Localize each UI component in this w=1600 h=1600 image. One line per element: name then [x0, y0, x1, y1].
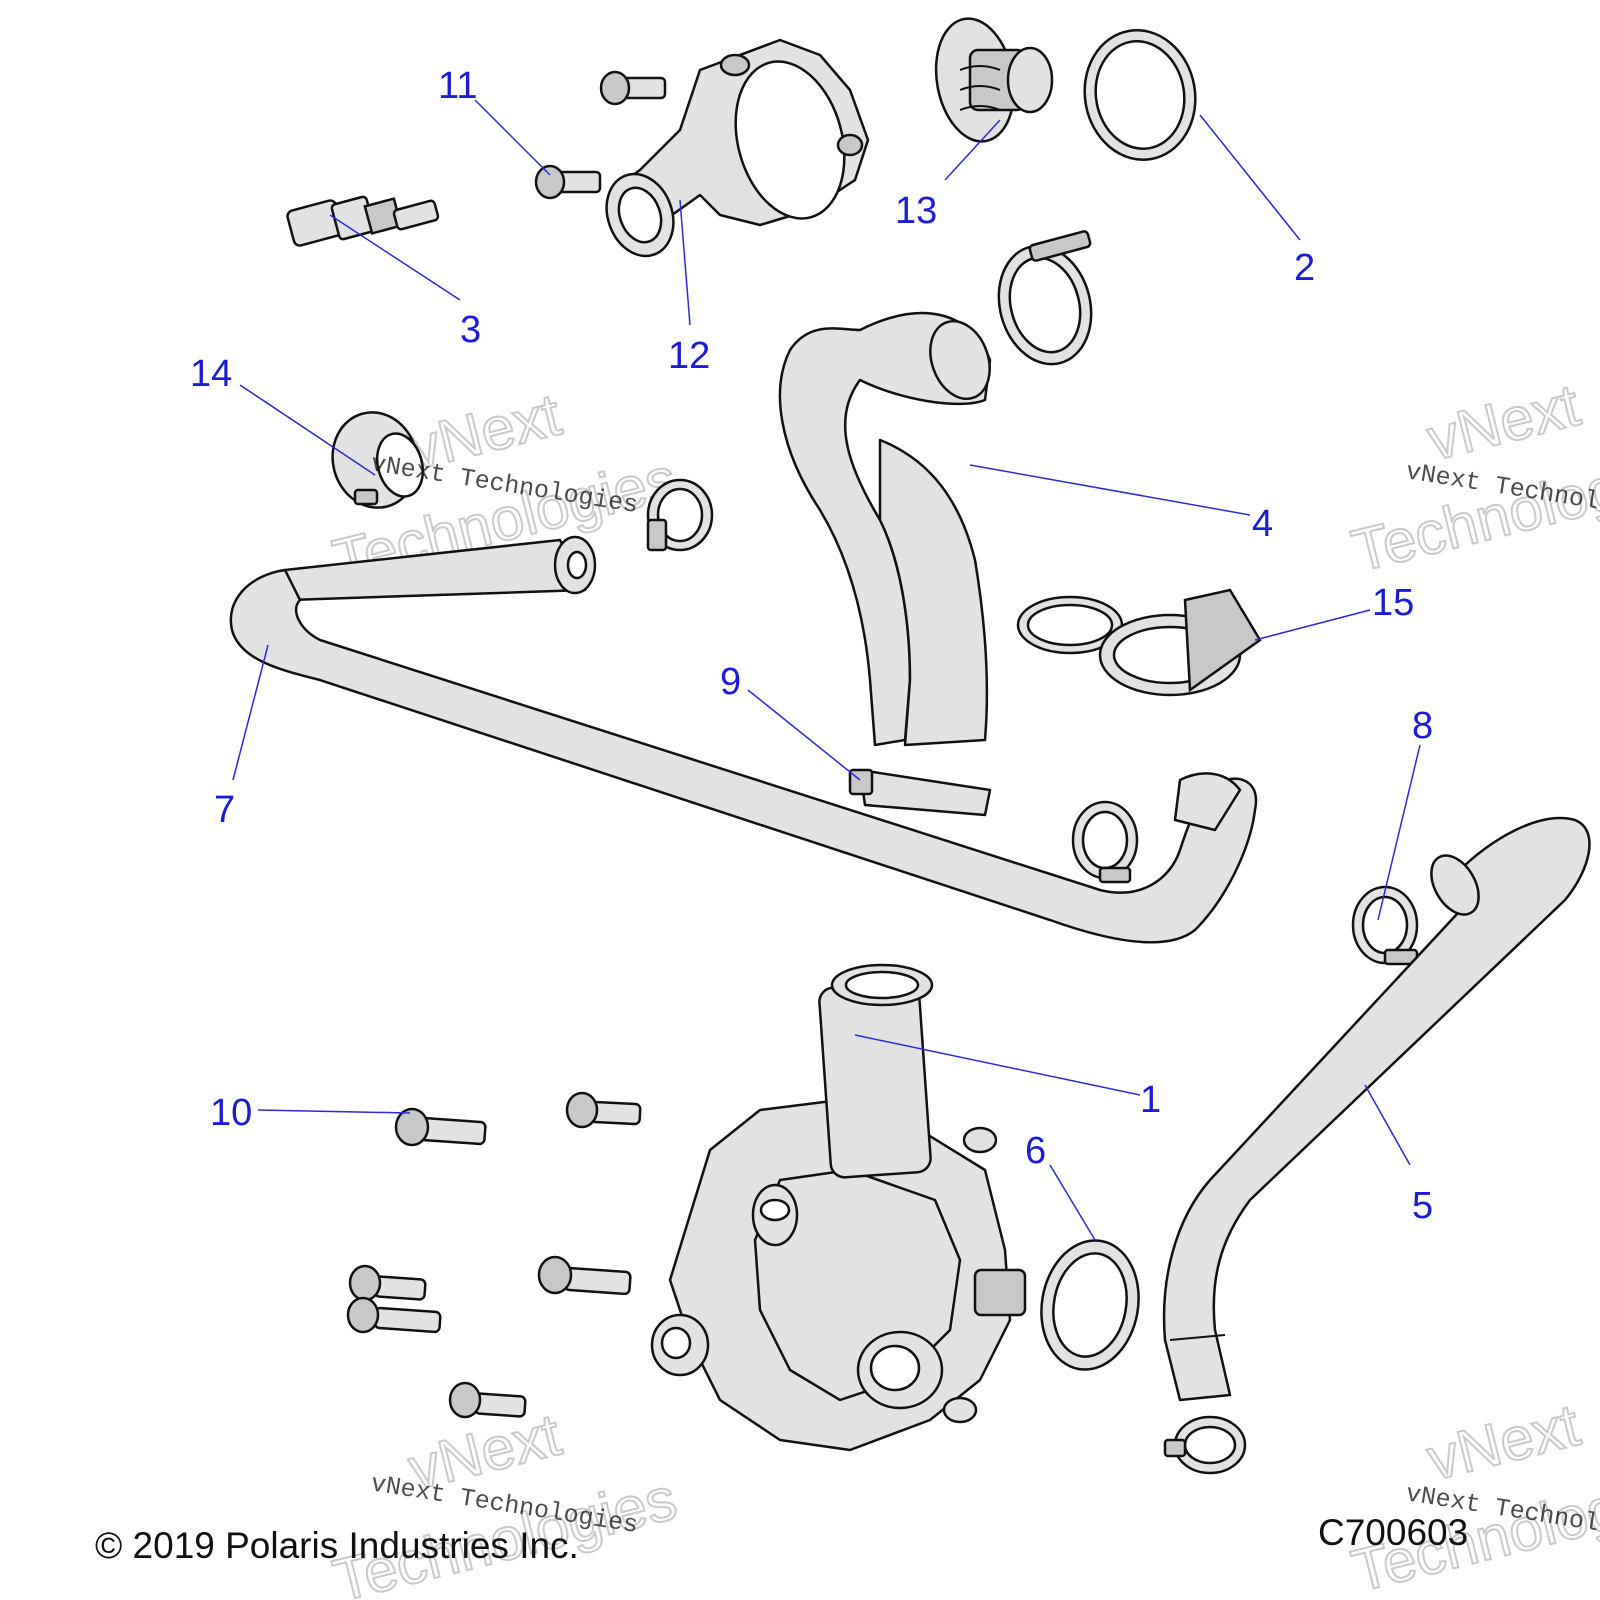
- leader-8: [1377, 744, 1421, 921]
- leader-14: [239, 384, 376, 476]
- hose-clamp-middle-right: [1071, 800, 1139, 884]
- leader-12: [679, 199, 691, 326]
- leader-2: [1199, 114, 1301, 241]
- bolt-pump-3: [348, 1264, 427, 1302]
- callout-9: 9: [720, 661, 741, 703]
- callout-labels: 1 2 3 4 5 6 7 8 9 10 11 12 13 14 15: [190, 65, 1433, 1227]
- callout-6: 6: [1025, 1130, 1046, 1172]
- leader-3: [329, 214, 461, 301]
- o-ring-part-6: [1040, 1239, 1140, 1371]
- water-pump-part-1: [650, 963, 1027, 1452]
- thermostat-part-13: [934, 17, 1054, 143]
- bolt-pump-2: [565, 1091, 642, 1129]
- leader-7: [232, 644, 269, 781]
- leader-4: [969, 464, 1251, 516]
- callout-3: 3: [460, 309, 481, 351]
- leader-9: [747, 689, 861, 781]
- bolt-part-11: [534, 164, 602, 200]
- bolt-pump-4: [346, 1296, 442, 1334]
- callout-4: 4: [1252, 503, 1273, 545]
- hose-clamp-left: [646, 478, 714, 552]
- callout-1: 1: [1140, 1079, 1161, 1121]
- hose-clamp-part-8: [1351, 885, 1419, 966]
- svg-text:vNext: vNext: [1421, 1391, 1586, 1493]
- hose-clamp-bottom: [1163, 1415, 1247, 1475]
- copyright-text: © 2019 Polaris Industries Inc.: [95, 1525, 579, 1566]
- lower-hose-part-5: [1162, 816, 1591, 1402]
- hose-clamp-upper: [997, 230, 1093, 366]
- bolt-housing-upper: [599, 70, 667, 106]
- callout-13: 13: [895, 190, 937, 232]
- hose-clamp-part-9: [848, 768, 992, 817]
- callout-8: 8: [1412, 705, 1433, 747]
- leader-lines: [232, 99, 1421, 1241]
- bolt-part-10: [394, 1107, 487, 1147]
- bypass-hose-part-7: [229, 535, 1258, 944]
- leader-10: [257, 1109, 411, 1114]
- svg-text:vNext: vNext: [1421, 371, 1586, 473]
- callout-11: 11: [438, 65, 477, 107]
- figure-code: C700603: [1318, 1512, 1468, 1553]
- hose-clamp-part-15: [1016, 588, 1262, 697]
- upper-hose-part-4: [778, 311, 992, 747]
- callout-14: 14: [190, 353, 232, 395]
- seal-ring-part-2: [1083, 29, 1197, 161]
- bolt-pump-6: [448, 1381, 527, 1419]
- leader-6: [1049, 1164, 1096, 1241]
- bolt-pump-5: [537, 1255, 632, 1296]
- callout-2: 2: [1294, 247, 1315, 289]
- callout-12: 12: [668, 335, 710, 377]
- fitting-part-14: [331, 411, 425, 509]
- callout-5: 5: [1412, 1185, 1433, 1227]
- leader-11: [474, 99, 551, 176]
- leader-13: [944, 119, 1001, 181]
- watermark-bottom-right: vNext Technologies: [1345, 1390, 1600, 1600]
- callout-15: 15: [1372, 582, 1414, 624]
- leader-15: [1254, 609, 1371, 641]
- thermostat-housing-part-12: [605, 38, 870, 258]
- callout-10: 10: [210, 1092, 252, 1134]
- callout-7: 7: [214, 789, 235, 831]
- leader-1: [854, 1034, 1141, 1096]
- temperature-sensor-part-3: [286, 195, 440, 247]
- leader-5: [1364, 1084, 1411, 1166]
